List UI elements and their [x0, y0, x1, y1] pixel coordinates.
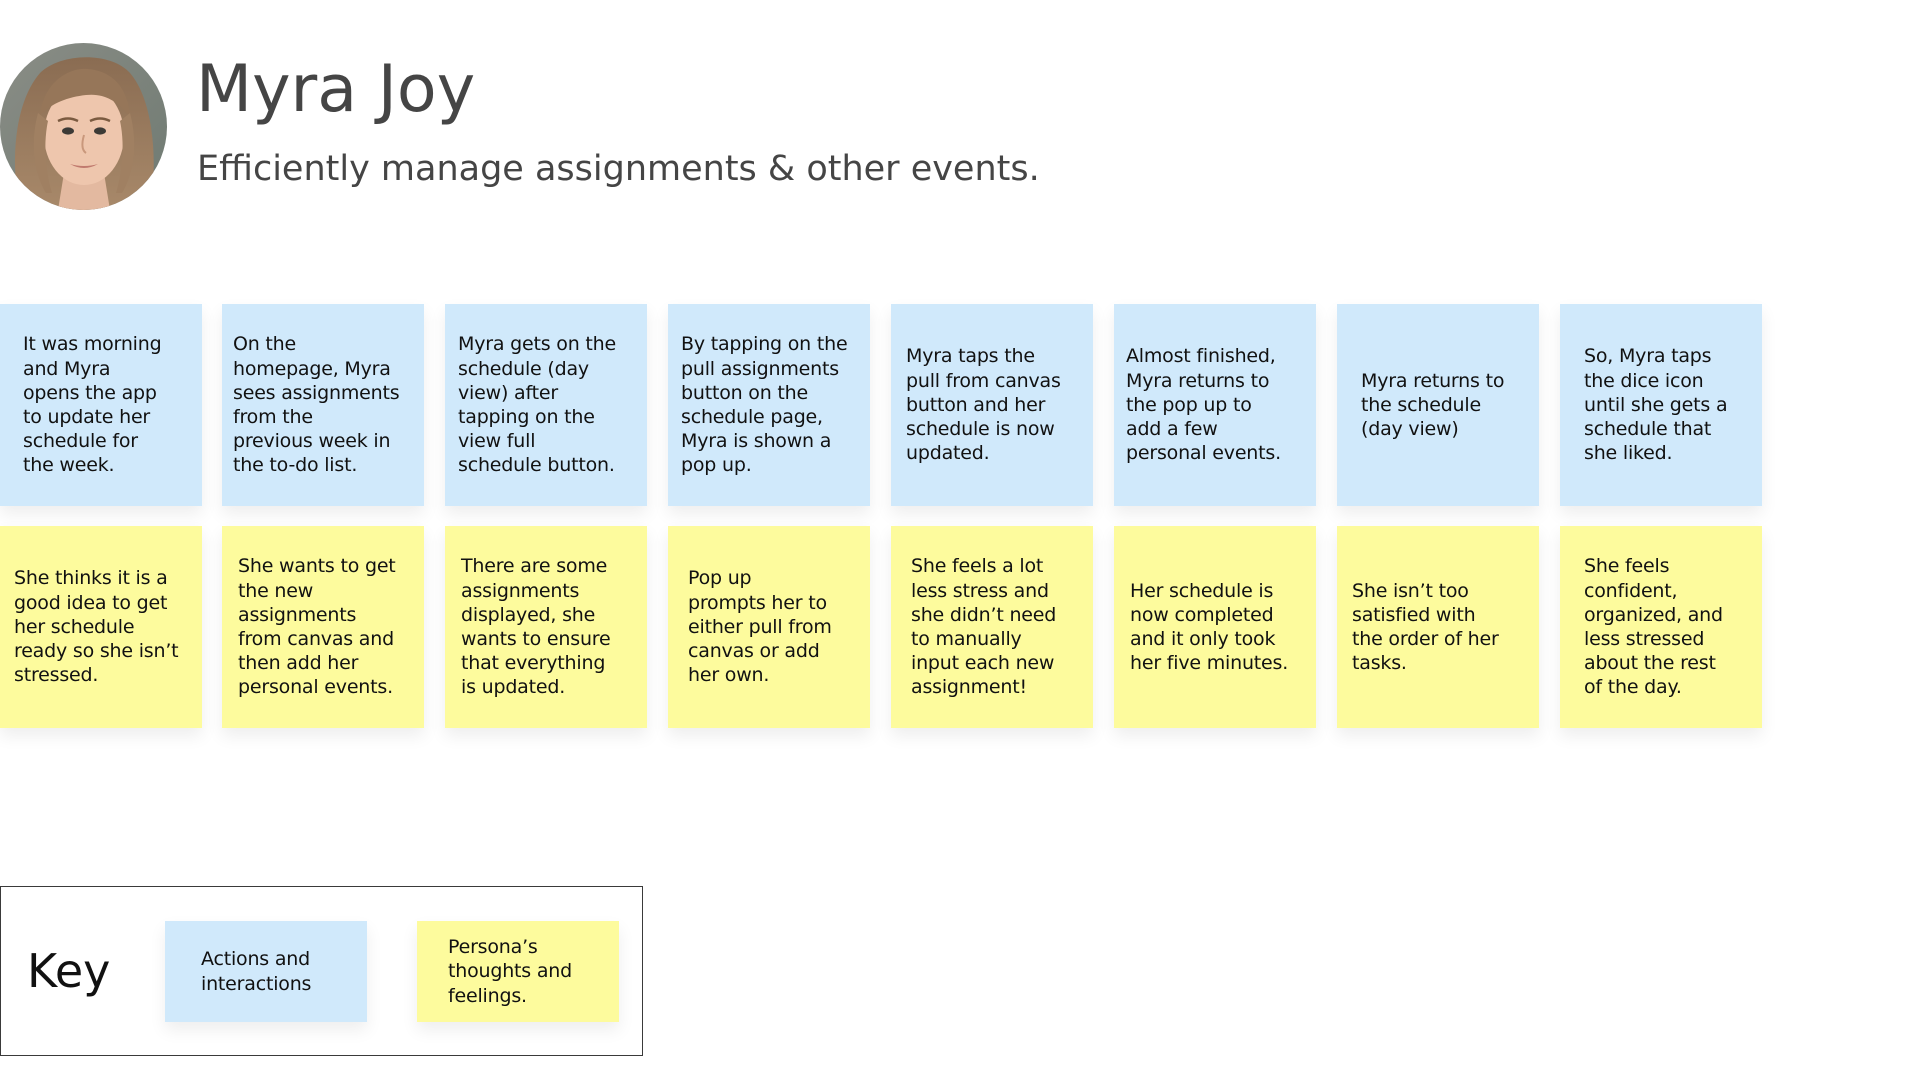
- action-sticky-text: On the homepage, Myra sees assignments f…: [233, 333, 400, 477]
- key-thoughts-label: Persona’s thoughts and feelings.: [448, 936, 572, 1007]
- action-sticky-5: Myra taps the pull from canvas button an…: [891, 304, 1093, 506]
- action-sticky-3: Myra gets on the schedule (day view) aft…: [445, 304, 647, 506]
- thought-sticky-text: She thinks it is a good idea to get her …: [14, 567, 179, 687]
- thought-sticky-text: Her schedule is now completed and it onl…: [1130, 579, 1289, 675]
- thought-sticky-text: She feels a lot less stress and she didn…: [911, 555, 1057, 699]
- action-sticky-1: It was morning and Myra opens the app to…: [0, 304, 202, 506]
- key-thoughts-swatch: Persona’s thoughts and feelings.: [417, 921, 619, 1022]
- action-sticky-7: Myra returns to the schedule (day view): [1337, 304, 1539, 506]
- action-sticky-text: Almost finished, Myra returns to the pop…: [1126, 345, 1281, 465]
- action-sticky-text: Myra gets on the schedule (day view) aft…: [458, 333, 616, 477]
- thought-sticky-text: She isn’t too satisfied with the order o…: [1352, 579, 1499, 675]
- action-sticky-6: Almost finished, Myra returns to the pop…: [1114, 304, 1316, 506]
- action-sticky-4: By tapping on the pull assignments butto…: [668, 304, 870, 506]
- thought-sticky-5: She feels a lot less stress and she didn…: [891, 526, 1093, 728]
- thought-sticky-text: Pop up prompts her to either pull from c…: [688, 567, 832, 687]
- thought-sticky-text: There are some assignments displayed, sh…: [461, 555, 611, 699]
- thought-sticky-4: Pop up prompts her to either pull from c…: [668, 526, 870, 728]
- thought-sticky-3: There are some assignments displayed, sh…: [445, 526, 647, 728]
- thought-sticky-8: She feels confident, organized, and less…: [1560, 526, 1762, 728]
- key-actions-swatch: Actions and interactions: [165, 921, 367, 1022]
- thought-sticky-2: She wants to get the new assignments fro…: [222, 526, 424, 728]
- persona-photo-icon: [0, 43, 167, 210]
- persona-name: Myra Joy: [196, 52, 476, 127]
- action-sticky-8: So, Myra taps the dice icon until she ge…: [1560, 304, 1762, 506]
- action-sticky-text: It was morning and Myra opens the app to…: [23, 333, 162, 477]
- action-sticky-2: On the homepage, Myra sees assignments f…: [222, 304, 424, 506]
- key-actions-label: Actions and interactions: [201, 948, 312, 995]
- action-sticky-text: Myra returns to the schedule (day view): [1361, 369, 1505, 441]
- persona-goal: Efficiently manage assignments & other e…: [197, 149, 1040, 189]
- key-legend: Key Actions and interactions Persona’s t…: [0, 886, 643, 1056]
- thought-sticky-1: She thinks it is a good idea to get her …: [0, 526, 202, 728]
- action-sticky-text: So, Myra taps the dice icon until she ge…: [1584, 345, 1728, 465]
- action-sticky-text: Myra taps the pull from canvas button an…: [906, 345, 1061, 465]
- thought-sticky-text: She wants to get the new assignments fro…: [238, 555, 396, 699]
- key-title: Key: [27, 944, 111, 998]
- action-sticky-text: By tapping on the pull assignments butto…: [681, 333, 848, 477]
- persona-avatar: [0, 43, 167, 210]
- thought-sticky-7: She isn’t too satisfied with the order o…: [1337, 526, 1539, 728]
- thought-sticky-6: Her schedule is now completed and it onl…: [1114, 526, 1316, 728]
- thought-sticky-text: She feels confident, organized, and less…: [1584, 555, 1723, 699]
